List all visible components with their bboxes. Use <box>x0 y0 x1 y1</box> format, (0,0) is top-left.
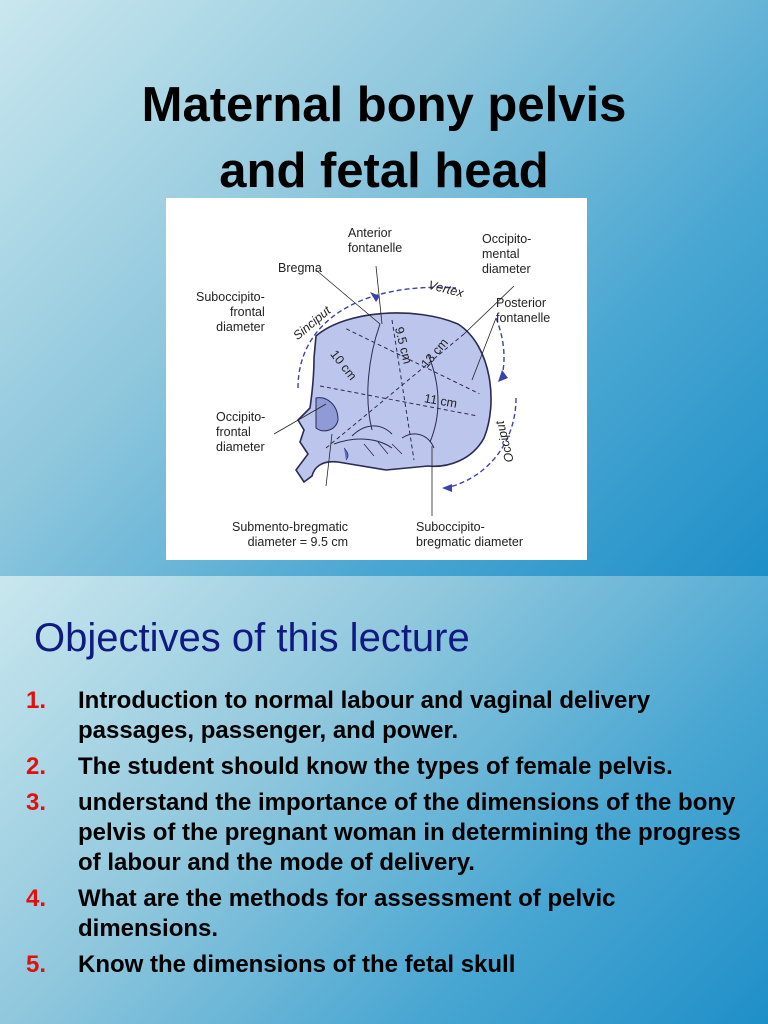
list-item-number: 1. <box>26 687 47 714</box>
list-item: 3. understand the importance of the dime… <box>26 788 756 878</box>
objectives-list: 1. Introduction to normal labour and vag… <box>26 686 756 986</box>
label-posterior-fontanelle: Posterior fontanelle <box>496 296 551 325</box>
list-item-text: Introduction to normal labour and vagina… <box>78 687 651 744</box>
list-item: 2. The student should know the types of … <box>26 752 756 782</box>
list-item: 4. What are the methods for assessment o… <box>26 884 756 944</box>
label-suboccipito-frontal-diameter: Suboccipito- frontal diameter <box>196 290 265 334</box>
skull-outline <box>295 312 492 484</box>
list-item: 5. Know the dimensions of the fetal skul… <box>26 950 756 980</box>
list-item-text: The student should know the types of fem… <box>78 753 673 780</box>
slide-2: Objectives of this lecture 1. Introducti… <box>0 576 768 1024</box>
list-item-text: understand the importance of the dimensi… <box>78 789 741 876</box>
label-submento-bregmatic-diameter: Submento-bregmatic diameter = 9.5 cm <box>232 520 349 549</box>
list-item-number: 3. <box>26 789 47 816</box>
fetal-skull-diagram: Anterior fontanelle Occipito- mental dia… <box>166 198 587 560</box>
list-item: 1. Introduction to normal labour and vag… <box>26 686 756 746</box>
fetal-skull-drawing <box>273 265 517 516</box>
list-item-number: 4. <box>26 885 47 912</box>
label-occipito-frontal-diameter: Occipito- frontal diameter <box>216 410 266 454</box>
title-line-1: Maternal bony pelvis <box>141 78 627 132</box>
title-line-2: and fetal head <box>219 144 549 198</box>
label-suboccipito-bregmatic-diameter: Suboccipito- bregmatic diameter <box>416 520 523 549</box>
label-bregma: Bregma <box>278 261 322 275</box>
list-item-text: Know the dimensions of the fetal skull <box>78 951 516 978</box>
list-item-text: What are the methods for assessment of p… <box>78 885 616 942</box>
slide-title: Maternal bony pelvis and fetal head <box>0 72 768 204</box>
label-anterior-fontanelle: Anterior fontanelle <box>348 226 403 255</box>
slide-1: Maternal bony pelvis and fetal head <box>0 0 768 576</box>
objectives-heading: Objectives of this lecture <box>34 616 470 660</box>
list-item-number: 5. <box>26 951 47 978</box>
list-item-number: 2. <box>26 753 47 780</box>
label-occipito-mental-diameter: Occipito- mental diameter <box>482 232 532 276</box>
